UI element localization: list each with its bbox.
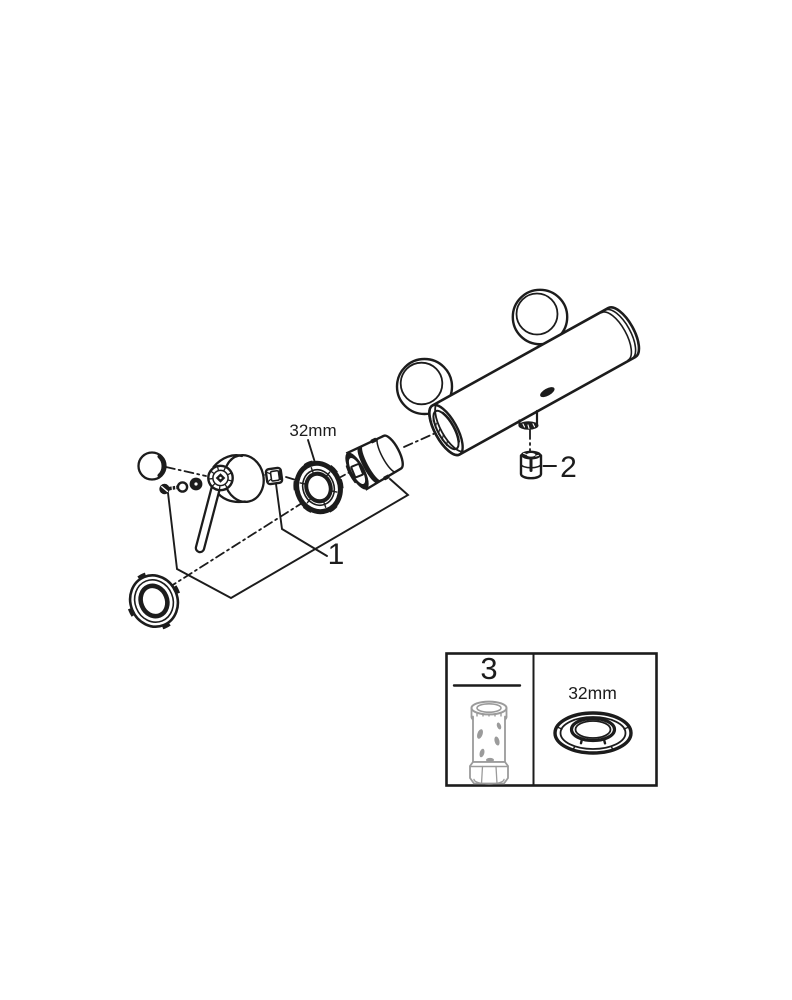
- ring-nut-32mm: [293, 460, 344, 515]
- spout-logo-oval: [540, 387, 555, 398]
- ring-size-label: 32mm: [289, 421, 336, 440]
- retainer-disc: [189, 477, 203, 491]
- callout-lines: [167, 439, 557, 600]
- nut-leader-line: [275, 483, 328, 557]
- wall-escutcheon-upper: [511, 288, 569, 346]
- group1-bracket: [167, 478, 410, 600]
- check-valve: [519, 450, 543, 480]
- handle-hub: [207, 464, 234, 492]
- inset-ring-nut: [553, 711, 633, 755]
- handle-lever: [194, 481, 222, 554]
- washer: [176, 481, 189, 493]
- ring-size-leader-line: [307, 439, 316, 462]
- spare-parts-box: 3 32mm: [445, 651, 658, 787]
- wall-escutcheon-lower: [395, 357, 454, 416]
- outlet-connector: [518, 409, 539, 430]
- handle-screw: [159, 483, 181, 495]
- part2-label: 2: [560, 451, 577, 484]
- inset-ring-size-label: 32mm: [568, 683, 617, 703]
- trim-ring: [126, 571, 182, 631]
- mixer-body: [428, 306, 641, 457]
- mounting-tool: [469, 700, 509, 785]
- square-nut: [264, 466, 284, 486]
- cartridge: [345, 434, 404, 491]
- group1-label: 1: [328, 538, 345, 571]
- part3-label: 3: [480, 651, 497, 686]
- handle-cap: [137, 451, 167, 481]
